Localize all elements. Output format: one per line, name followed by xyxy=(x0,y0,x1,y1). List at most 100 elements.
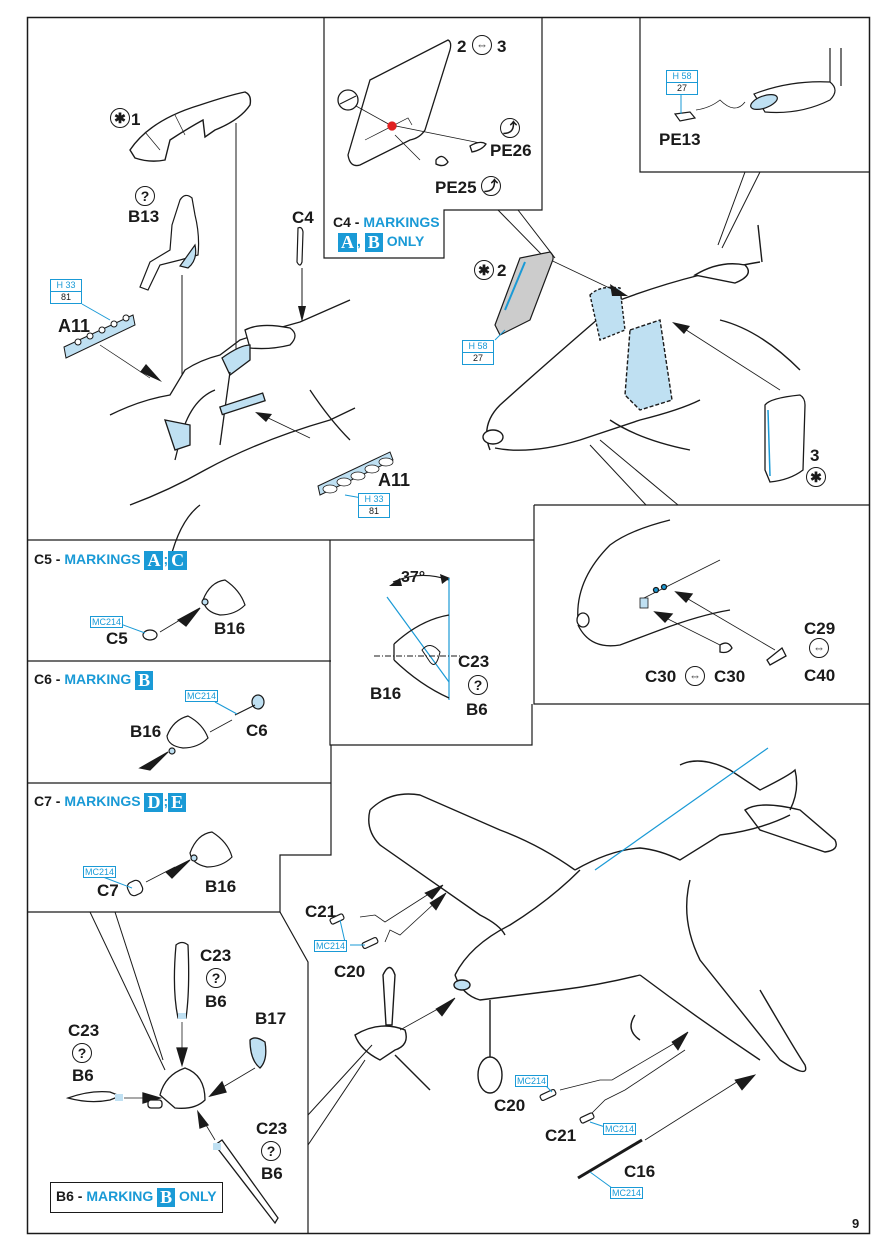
marking-separator: ; xyxy=(163,551,169,568)
part-label-b17: B17 xyxy=(255,1009,287,1028)
mc214-code-box: MC214 xyxy=(90,616,124,628)
marking-badge: C xyxy=(168,551,188,570)
note-text: MARKING xyxy=(86,1188,154,1205)
mc214-code-box: MC214 xyxy=(603,1123,637,1135)
remove-symbol-icon: ✱ xyxy=(110,108,130,128)
remove-symbol-icon: ✱ xyxy=(806,467,826,487)
paint-number: 27 xyxy=(472,353,483,363)
mc214-code-box: MC214 xyxy=(314,940,348,952)
door-2-part xyxy=(494,251,554,341)
a11-exhaust-left xyxy=(63,303,162,382)
c6-drawings xyxy=(138,694,265,771)
section-dividers xyxy=(27,17,869,1234)
optional-symbol-icon: ? xyxy=(206,968,226,988)
part-label-pe26: PE26 xyxy=(490,141,532,160)
note-suffix: ONLY xyxy=(386,233,425,250)
c5-drawings xyxy=(142,579,246,641)
callout-lines xyxy=(89,171,761,1146)
part-label-c21: C21 xyxy=(545,1126,577,1145)
note-text: MARKINGS xyxy=(363,214,440,230)
note-prefix: B6 - xyxy=(56,1188,87,1205)
header-text: MARKINGS xyxy=(64,551,141,568)
c7-section-header: C7 - MARKINGS D;E xyxy=(34,793,187,812)
marking-badge: E xyxy=(168,793,187,812)
door-inset-drawing xyxy=(337,39,487,167)
part-label-c23: C23 xyxy=(68,1021,100,1040)
part-label-c6: C6 xyxy=(246,721,268,740)
final-assembly-arrows xyxy=(359,884,757,1141)
a11-exhaust-right xyxy=(317,451,394,499)
mc214-code-box: MC214 xyxy=(185,690,219,702)
paint-code-box: H 33 81 xyxy=(358,493,390,518)
c4-markings-letters: A, B ONLY xyxy=(338,233,424,252)
part-label-b6: B6 xyxy=(72,1066,94,1085)
part-label-c30: C30 xyxy=(645,667,677,686)
c4-part xyxy=(296,226,304,266)
marking-badge: B xyxy=(157,1188,176,1207)
door-right-number: 3 xyxy=(497,37,507,56)
door-3-part xyxy=(764,394,806,483)
optional-symbol-icon: ? xyxy=(135,186,155,206)
header-prefix: C7 - xyxy=(34,793,65,810)
note-suffix: ONLY xyxy=(179,1188,217,1205)
paint-code: H 33 xyxy=(51,280,81,292)
remove-symbol-icon: ✱ xyxy=(474,260,494,280)
part-label-b16: B16 xyxy=(370,684,402,703)
pe13-inset-drawing xyxy=(673,48,842,122)
door-left-number: 2 xyxy=(457,37,467,56)
optional-symbol-icon: ? xyxy=(468,675,488,695)
optional-symbol-icon: ? xyxy=(261,1141,281,1161)
c7-drawings xyxy=(126,831,233,897)
part-label-pe25: PE25 xyxy=(435,178,477,197)
paint-code-box: H 58 27 xyxy=(462,340,494,365)
mc214-code-box: MC214 xyxy=(515,1075,549,1087)
symmetric-icon: ⇔ xyxy=(472,35,492,55)
part-label-c20: C20 xyxy=(334,962,366,981)
marking-badge: B xyxy=(364,233,383,252)
part-label-c29: C29 xyxy=(804,619,836,638)
part-label-b16: B16 xyxy=(214,619,246,638)
part-label-b16: B16 xyxy=(130,722,162,741)
part-label-a11: A11 xyxy=(58,316,91,336)
header-text: MARKINGS xyxy=(64,793,141,810)
c5-section-header: C5 - MARKINGS A;C xyxy=(34,551,188,570)
part-label-b6: B6 xyxy=(205,992,227,1011)
blade-angle-value: 37° xyxy=(401,569,426,586)
marking-badge: B xyxy=(135,671,154,690)
small-parts-final xyxy=(329,913,643,1180)
marking-badge: A xyxy=(338,233,357,252)
part-label-c5: C5 xyxy=(106,629,128,648)
canopy-step-number: 1 xyxy=(131,110,141,129)
part-label-b6: B6 xyxy=(261,1164,283,1183)
airplane-full-drawing xyxy=(354,760,837,1094)
b6-marking-note: B6 - MARKING B ONLY xyxy=(50,1182,223,1213)
bend-icon: ⤴ xyxy=(481,176,501,196)
part-label-c4: C4 xyxy=(292,208,314,227)
marking-separator: ; xyxy=(163,793,169,810)
part-label-a11: A11 xyxy=(378,470,411,490)
optional-symbol-icon: ? xyxy=(72,1043,92,1063)
door-3-number: 3 xyxy=(810,446,820,465)
door-2-number: 2 xyxy=(497,261,507,280)
fuselage-cockpit-drawing xyxy=(109,299,356,561)
c6-section-header: C6 - MARKING B xyxy=(34,671,154,690)
part-label-c40: C40 xyxy=(804,666,836,685)
symmetric-icon: ⇔ xyxy=(685,666,705,686)
canopy-drawing xyxy=(129,91,252,162)
paint-number: 81 xyxy=(60,292,71,302)
antenna-wire xyxy=(594,747,769,871)
part-label-c7: C7 xyxy=(97,881,119,900)
header-text: MARKING xyxy=(64,671,132,688)
angle-diagram xyxy=(374,574,460,700)
part-label-pe13: PE13 xyxy=(659,130,701,149)
paint-number: 81 xyxy=(368,506,379,516)
marking-separator: , xyxy=(357,233,361,250)
part-label-c23: C23 xyxy=(200,946,232,965)
propeller-assembly-drawing xyxy=(65,941,279,1225)
symmetric-icon: ⇔ xyxy=(809,638,829,658)
paint-number: 27 xyxy=(676,83,687,93)
paint-code: H 58 xyxy=(667,71,697,83)
note-prefix: C4 - xyxy=(333,214,364,230)
pilot-figure xyxy=(139,194,200,291)
